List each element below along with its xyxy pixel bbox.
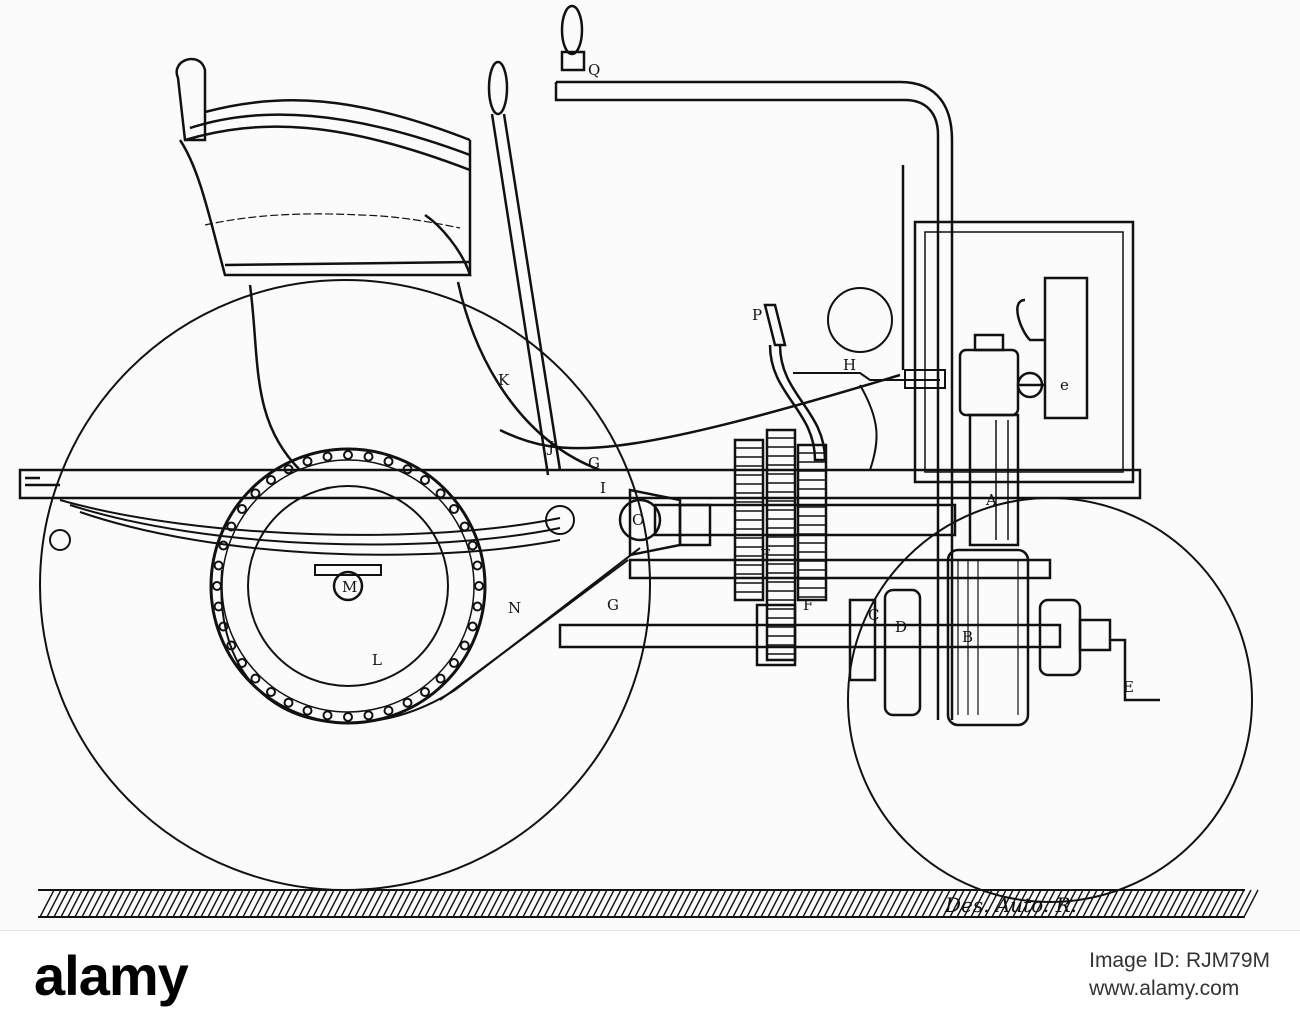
label-e-lower: e bbox=[1060, 376, 1069, 394]
gear-stack bbox=[733, 428, 828, 667]
seat bbox=[175, 57, 472, 277]
label-m: M bbox=[342, 578, 357, 596]
starting-crank bbox=[1038, 598, 1160, 702]
engraver-signature: Des. Auto. R. bbox=[944, 893, 1077, 917]
engraving-drawing: A B C D E e F F G G H I J K L M N O P Q bbox=[18, 4, 1259, 918]
bracket-h bbox=[793, 369, 946, 471]
motor-carriage-diagram: A B C D E e F F G G H I J K L M N O P Q bbox=[18, 4, 1259, 918]
carburettor bbox=[1016, 276, 1089, 420]
label-j: J bbox=[546, 438, 554, 456]
watermark-info: Image ID: RJM79M www.alamy.com bbox=[1089, 947, 1270, 1003]
label-f1: F bbox=[760, 546, 770, 564]
rear-hub bbox=[332, 570, 364, 602]
watermark-bar: alamy Image ID: RJM79M www.alamy.com bbox=[0, 930, 1300, 1018]
label-h: H bbox=[843, 356, 856, 374]
label-d: D bbox=[895, 618, 907, 636]
bevel-gear bbox=[618, 488, 712, 557]
flywheel bbox=[946, 548, 1030, 727]
label-e: E bbox=[1123, 678, 1134, 696]
inspection-port bbox=[827, 287, 893, 353]
label-l: L bbox=[372, 651, 382, 669]
leaf-spring bbox=[49, 499, 575, 556]
front-body-box bbox=[913, 220, 1135, 484]
alamy-logo: alamy bbox=[34, 944, 189, 1007]
label-p: P bbox=[752, 306, 762, 324]
shafts bbox=[558, 503, 1062, 649]
lever-p bbox=[763, 303, 827, 462]
label-b: B bbox=[962, 628, 973, 646]
label-n: N bbox=[508, 599, 521, 617]
pulley-d bbox=[883, 588, 922, 717]
image-id: Image ID: RJM79M bbox=[1089, 949, 1270, 972]
label-f2: F bbox=[803, 596, 813, 614]
label-q: Q bbox=[588, 61, 600, 79]
label-g2: G bbox=[607, 596, 619, 614]
label-i: I bbox=[600, 479, 606, 497]
part-labels: A B C D E e F F G G H I J K L M N O P Q bbox=[342, 61, 1134, 917]
engine-cylinder bbox=[958, 333, 1020, 547]
label-a: A bbox=[985, 491, 997, 509]
chassis-bar bbox=[18, 468, 1142, 500]
gear-c bbox=[848, 598, 877, 682]
seat-frame bbox=[248, 281, 901, 472]
front-wheel bbox=[847, 497, 1253, 903]
rear-wheel bbox=[39, 279, 651, 891]
drive-chain bbox=[220, 547, 641, 724]
label-g1: G bbox=[588, 454, 600, 472]
label-k: K bbox=[498, 371, 510, 389]
steering-column bbox=[554, 4, 954, 720]
label-o: O bbox=[632, 511, 644, 529]
watermark-url: www.alamy.com bbox=[1089, 977, 1240, 1000]
label-c: C bbox=[868, 606, 879, 624]
lever-k bbox=[487, 60, 562, 476]
